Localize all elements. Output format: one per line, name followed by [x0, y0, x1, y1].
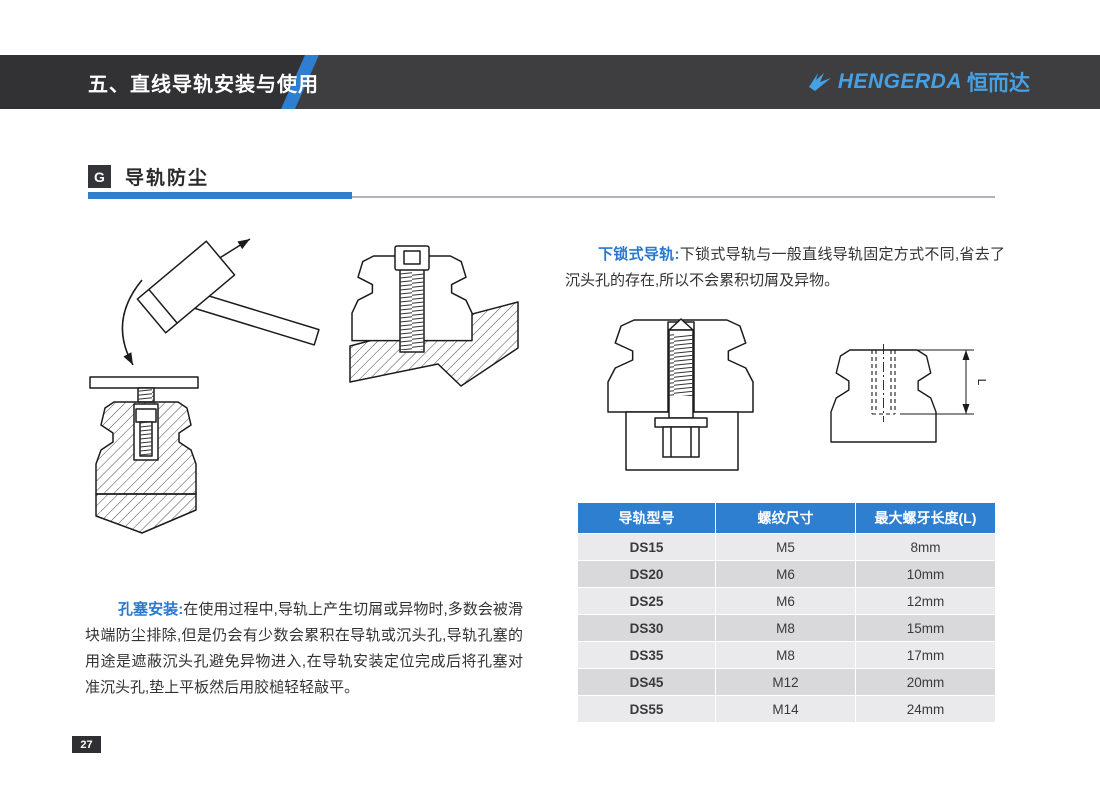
- table-cell-length: 17mm: [856, 642, 995, 668]
- table-cell-model: DS30: [578, 615, 715, 641]
- table-cell-length: 8mm: [856, 534, 995, 560]
- lock-rail-text: 下锁式导轨与一般直线导轨固定方式不同,省去了沉头孔的存在,所以不会累积切屑及异物…: [565, 246, 1006, 289]
- brand-name-cn: 恒而达: [967, 72, 1030, 95]
- dimension-label: L: [975, 379, 986, 386]
- chapter-title: 五、直线导轨安装与使用: [88, 73, 319, 96]
- plug-install-paragraph: 孔塞安装:在使用过程中,导轨上产生切屑或异物时,多数会被滑块端防尘排除,但是仍会…: [85, 597, 523, 701]
- table-cell-thread: M6: [716, 588, 855, 614]
- rail-bolt-section-diagram: [349, 245, 519, 387]
- brand-logo: HENGERDA 恒而达: [807, 55, 1030, 109]
- section-heading: G 导轨防尘: [88, 163, 209, 190]
- hammer-plug-install-diagram: [89, 238, 320, 534]
- table-cell-thread: M8: [716, 615, 855, 641]
- table-cell-thread: M5: [716, 534, 855, 560]
- thread-depth-diagram: L: [826, 344, 986, 459]
- table-header-length: 最大螺牙长度(L): [856, 503, 995, 533]
- table-cell-model: DS45: [578, 669, 715, 695]
- fish-z-mark-icon: [808, 73, 831, 91]
- section-rule-line: [352, 196, 995, 198]
- section-title: 导轨防尘: [125, 168, 210, 189]
- table-cell-length: 10mm: [856, 561, 995, 587]
- table-cell-model: DS35: [578, 642, 715, 668]
- table-header-model: 导轨型号: [578, 503, 715, 533]
- page-number: 27: [72, 736, 101, 753]
- table-cell-thread: M12: [716, 669, 855, 695]
- table-cell-model: DS20: [578, 561, 715, 587]
- table-cell-thread: M6: [716, 561, 855, 587]
- section-badge: G: [88, 165, 111, 188]
- bottom-lock-rail-diagram: [602, 318, 772, 471]
- page-header-band: 五、直线导轨安装与使用 HENGERDA 恒而达: [0, 55, 1100, 109]
- lock-rail-paragraph: 下锁式导轨:下锁式导轨与一般直线导轨固定方式不同,省去了沉头孔的存在,所以不会累…: [565, 242, 1005, 294]
- table-header-thread: 螺纹尺寸: [716, 503, 855, 533]
- section-rule-accent: [88, 192, 352, 199]
- table-cell-thread: M8: [716, 642, 855, 668]
- table-cell-model: DS25: [578, 588, 715, 614]
- plug-install-text: 在使用过程中,导轨上产生切屑或异物时,多数会被滑块端防尘排除,但是仍会有少数会累…: [85, 601, 523, 696]
- table-cell-model: DS55: [578, 696, 715, 722]
- table-cell-model: DS15: [578, 534, 715, 560]
- rail-spec-table: 导轨型号 螺纹尺寸 最大螺牙长度(L) DS15 M5 8mm DS20 M6 …: [578, 503, 995, 722]
- table-cell-length: 15mm: [856, 615, 995, 641]
- brand-name-en: HENGERDA: [837, 70, 962, 93]
- section-rule: [88, 192, 995, 199]
- plug-install-label: 孔塞安装:: [118, 601, 184, 618]
- lock-rail-label: 下锁式导轨:: [598, 246, 680, 263]
- table-cell-length: 20mm: [856, 669, 995, 695]
- table-cell-thread: M14: [716, 696, 855, 722]
- table-cell-length: 12mm: [856, 588, 995, 614]
- header-left-panel: [0, 55, 312, 109]
- table-cell-length: 24mm: [856, 696, 995, 722]
